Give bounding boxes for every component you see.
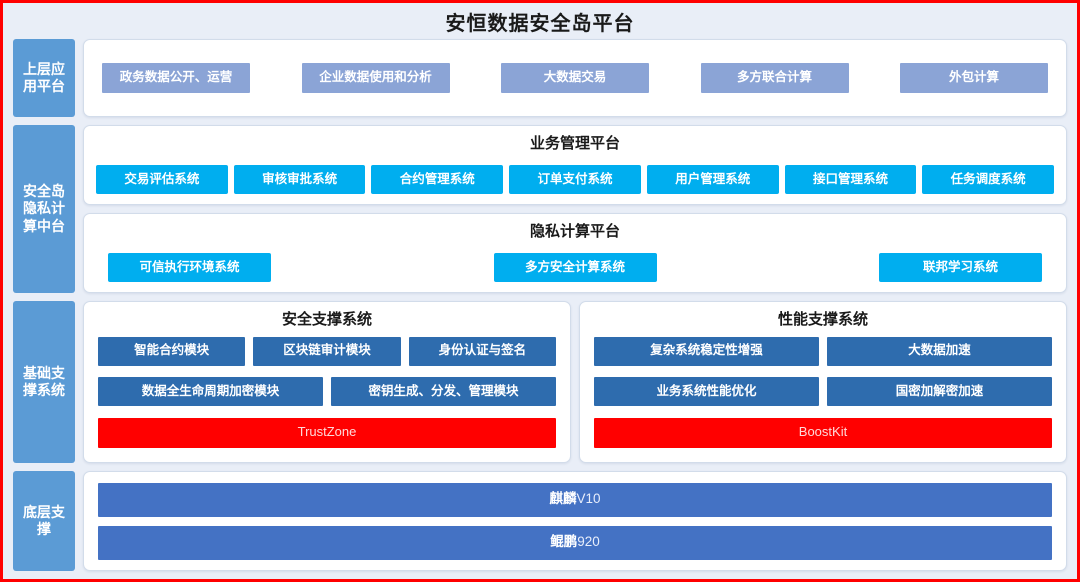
rail-label: 上层应用平台 bbox=[23, 60, 65, 94]
biz-item-order-payment[interactable]: 订单支付系统 bbox=[509, 165, 641, 194]
business-platform-title: 业务管理平台 bbox=[529, 135, 620, 152]
vendor-boostkit[interactable]: BoostKit bbox=[594, 417, 1052, 448]
security-vendor-row: TrustZone bbox=[98, 417, 556, 448]
rail-application-platform: 上层应用平台 bbox=[13, 39, 75, 117]
perf-module-stability-enhancement[interactable]: 复杂系统稳定性增强 bbox=[594, 336, 819, 366]
perf-module-bigdata-acceleration[interactable]: 大数据加速 bbox=[827, 336, 1052, 366]
support-panels: 安全支撑系统 智能合约模块 区块链审计模块 身份认证与签名 数据全生命周期加密模… bbox=[83, 301, 1067, 463]
band-midplatform: 安全岛隐私计算中台 业务管理平台 交易评估系统 审核审批系统 合约管理系统 订单… bbox=[13, 125, 1067, 293]
performance-modules-row-2: 业务系统性能优化 国密加解密加速 bbox=[594, 377, 1052, 406]
sec-module-blockchain-audit[interactable]: 区块链审计模块 bbox=[253, 336, 401, 366]
sec-module-key-management[interactable]: 密钥生成、分发、管理模块 bbox=[331, 377, 556, 406]
biz-item-task-scheduling[interactable]: 任务调度系统 bbox=[922, 165, 1055, 194]
rail-base-support: 底层支撑 bbox=[13, 471, 75, 571]
app-item-government-data[interactable]: 政务数据公开、运营 bbox=[102, 63, 250, 93]
panel-security-support: 安全支撑系统 智能合约模块 区块链审计模块 身份认证与签名 数据全生命周期加密模… bbox=[83, 301, 571, 463]
sec-module-identity-signature[interactable]: 身份认证与签名 bbox=[408, 336, 556, 366]
rail-label: 基础支撑系统 bbox=[23, 364, 65, 398]
performance-support-title: 性能支撑系统 bbox=[777, 311, 868, 328]
sec-module-smart-contract[interactable]: 智能合约模块 bbox=[98, 336, 246, 366]
sec-module-lifecycle-encryption[interactable]: 数据全生命周期加密模块 bbox=[98, 377, 323, 406]
security-support-title: 安全支撑系统 bbox=[281, 311, 372, 328]
app-item-bigdata-trading[interactable]: 大数据交易 bbox=[501, 63, 649, 93]
vendor-trustzone[interactable]: TrustZone bbox=[98, 417, 556, 448]
rail-label: 安全岛隐私计算中台 bbox=[23, 183, 65, 234]
priv-item-federated-learning[interactable]: 联邦学习系统 bbox=[879, 253, 1042, 282]
performance-vendor-row: BoostKit bbox=[594, 417, 1052, 448]
base-item-kylin-name: 麒麟 bbox=[549, 491, 577, 507]
rail-midplatform: 安全岛隐私计算中台 bbox=[13, 125, 75, 293]
panel-performance-support: 性能支撑系统 复杂系统稳定性增强 大数据加速 业务系统性能优化 国密加解密加速 … bbox=[579, 301, 1067, 463]
diagram-body: 上层应用平台 政务数据公开、运营 企业数据使用和分析 大数据交易 多方联合计算 … bbox=[3, 39, 1077, 579]
priv-item-tee[interactable]: 可信执行环境系统 bbox=[108, 253, 271, 282]
business-items-row: 交易评估系统 审核审批系统 合约管理系统 订单支付系统 用户管理系统 接口管理系… bbox=[84, 155, 1066, 204]
priv-item-mpc[interactable]: 多方安全计算系统 bbox=[493, 253, 657, 282]
perf-module-sm-crypto-acceleration[interactable]: 国密加解密加速 bbox=[827, 377, 1052, 406]
performance-support-rows: 复杂系统稳定性增强 大数据加速 业务系统性能优化 国密加解密加速 BoostKi… bbox=[580, 331, 1066, 453]
privacy-items-row: 可信执行环境系统 多方安全计算系统 联邦学习系统 bbox=[84, 243, 1066, 292]
app-item-outsourced-computing[interactable]: 外包计算 bbox=[900, 63, 1048, 93]
base-item-kunpeng[interactable]: 鲲鹏 920 bbox=[98, 525, 1052, 560]
rail-label: 底层支撑 bbox=[23, 503, 65, 537]
biz-item-trade-evaluation[interactable]: 交易评估系统 bbox=[96, 165, 228, 194]
title-bar: 安恒数据安全岛平台 bbox=[3, 3, 1077, 39]
app-item-joint-computing[interactable]: 多方联合计算 bbox=[700, 63, 849, 93]
base-item-kylin-version: V10 bbox=[576, 491, 601, 507]
page-title: 安恒数据安全岛平台 bbox=[445, 12, 635, 35]
security-support-rows: 智能合约模块 区块链审计模块 身份认证与签名 数据全生命周期加密模块 密钥生成、… bbox=[84, 331, 570, 453]
band-application-platform: 上层应用平台 政务数据公开、运营 企业数据使用和分析 大数据交易 多方联合计算 … bbox=[13, 39, 1067, 117]
rail-foundation-support: 基础支撑系统 bbox=[13, 301, 75, 463]
biz-item-review-approval[interactable]: 审核审批系统 bbox=[233, 165, 366, 194]
biz-item-user-management[interactable]: 用户管理系统 bbox=[646, 165, 779, 194]
biz-item-api-management[interactable]: 接口管理系统 bbox=[784, 165, 917, 194]
perf-module-system-optimization[interactable]: 业务系统性能优化 bbox=[594, 377, 819, 406]
band-foundation-support: 基础支撑系统 安全支撑系统 智能合约模块 区块链审计模块 身份认证与签名 数据全… bbox=[13, 301, 1067, 463]
base-item-kunpeng-version: 920 bbox=[577, 534, 600, 550]
panel-privacy-platform: 隐私计算平台 可信执行环境系统 多方安全计算系统 联邦学习系统 bbox=[83, 213, 1067, 293]
panel-business-platform: 业务管理平台 交易评估系统 审核审批系统 合约管理系统 订单支付系统 用户管理系… bbox=[83, 125, 1067, 205]
security-modules-row-2: 数据全生命周期加密模块 密钥生成、分发、管理模块 bbox=[98, 377, 556, 406]
privacy-platform-title: 隐私计算平台 bbox=[529, 223, 620, 240]
security-modules-row-1: 智能合约模块 区块链审计模块 身份认证与签名 bbox=[98, 336, 556, 366]
app-item-enterprise-data[interactable]: 企业数据使用和分析 bbox=[301, 63, 450, 93]
performance-modules-row-1: 复杂系统稳定性增强 大数据加速 bbox=[594, 336, 1052, 366]
biz-item-contract-management[interactable]: 合约管理系统 bbox=[371, 165, 504, 194]
application-items-row: 政务数据公开、运营 企业数据使用和分析 大数据交易 多方联合计算 外包计算 bbox=[84, 40, 1066, 116]
midplatform-panels: 业务管理平台 交易评估系统 审核审批系统 合约管理系统 订单支付系统 用户管理系… bbox=[83, 125, 1067, 293]
base-item-kunpeng-name: 鲲鹏 bbox=[550, 534, 578, 550]
panel-application-platform: 政务数据公开、运营 企业数据使用和分析 大数据交易 多方联合计算 外包计算 bbox=[83, 39, 1067, 117]
